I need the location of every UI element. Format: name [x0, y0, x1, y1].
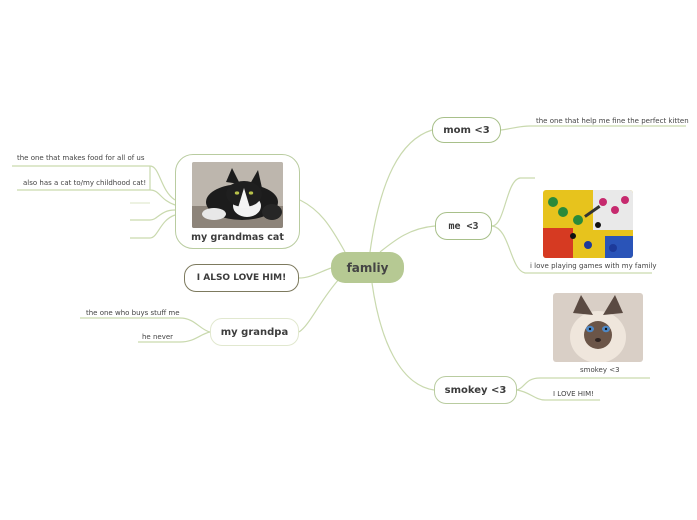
leaf-mom-1[interactable]: the one that help me fine the perfect ki… [536, 117, 689, 125]
node-mom[interactable]: mom <3 [432, 117, 501, 143]
leaf-smokey-1[interactable]: I LOVE HIM! [553, 390, 594, 398]
leaf-grandpa-1[interactable]: the one who buys stuff me [86, 309, 180, 317]
node-grandmas-cat[interactable]: my grandmas cat [175, 154, 300, 249]
node-also-love-label: I ALSO LOVE HIM! [196, 273, 287, 283]
node-also-love[interactable]: I ALSO LOVE HIM! [184, 264, 299, 292]
node-grandmas-cat-label: my grandmas cat [191, 232, 284, 243]
central-topic[interactable]: famliy [331, 252, 404, 283]
node-grandpa[interactable]: my grandpa [210, 318, 299, 346]
board-game-photo [543, 190, 633, 258]
leaf-cat-1[interactable]: the one that makes food for all of us [17, 154, 145, 162]
cat-photo [192, 162, 283, 228]
siamese-kitten-photo [553, 293, 643, 362]
me-image-caption: i love playing games with my family [530, 262, 657, 270]
node-smokey-label: smokey <3 [444, 384, 507, 396]
node-me[interactable]: me <3 [435, 212, 492, 240]
node-grandpa-label: my grandpa [220, 326, 289, 338]
node-mom-label: mom <3 [443, 124, 490, 136]
leaf-grandpa-2[interactable]: he never [142, 333, 174, 341]
leaf-cat-2[interactable]: also has a cat to/my childhood cat! [23, 179, 147, 187]
node-smokey[interactable]: smokey <3 [434, 376, 517, 404]
node-me-label: me <3 [448, 220, 479, 232]
central-topic-label: famliy [346, 260, 389, 275]
smokey-image-caption: smokey <3 [580, 366, 620, 374]
